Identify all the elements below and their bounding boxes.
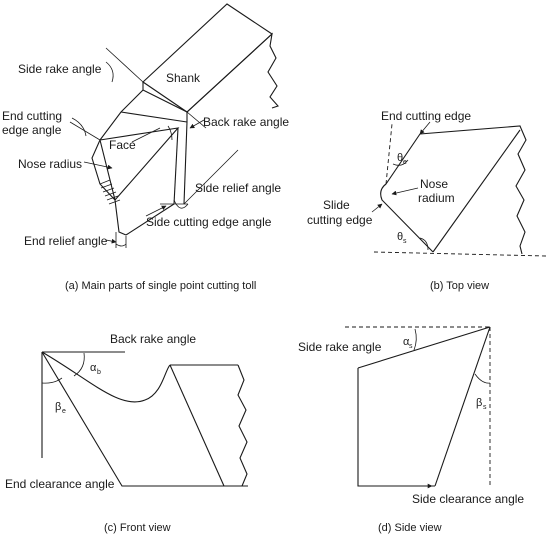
shank-label: Shank — [166, 71, 201, 85]
panel-c-front-view: Back rake angle α b β e End clearance an… — [5, 332, 248, 534]
alpha-b-subscript: b — [97, 369, 101, 376]
nose-radium-label-line1: Nose — [420, 177, 448, 191]
panel-b-top-view: End cutting edge θ e Nose radium Slide c… — [307, 109, 547, 292]
side-rake-label-d: Side rake angle — [298, 340, 382, 354]
side-clearance-label: Side clearance angle — [412, 492, 524, 506]
end-cutting-edge-label-line1: End cutting — [2, 109, 62, 123]
top-view-drawing — [371, 121, 547, 257]
caption-b: (b) Top view — [430, 280, 489, 292]
alpha-s-subscript: s — [409, 343, 413, 350]
beta-e-subscript: e — [62, 408, 66, 415]
theta-e-symbol: θ — [397, 152, 403, 164]
side-relief-label: Side relief angle — [195, 181, 281, 195]
angle-arcs-a — [71, 61, 189, 247]
end-cutting-edge-label-line2: edge angle — [2, 123, 62, 137]
beta-e-symbol: β — [55, 401, 61, 413]
nose-radius-label-a: Nose radius — [18, 157, 82, 171]
panel-d-side-view: Side rake angle α s β s Side clearance a… — [298, 326, 524, 534]
nose-radium-label-line2: radium — [418, 191, 455, 205]
theta-e-subscript: e — [403, 159, 407, 166]
theta-s-subscript: s — [403, 238, 407, 245]
caption-c: (c) Front view — [104, 522, 171, 534]
side-rake-label-a: Side rake angle — [18, 62, 102, 76]
shank-drawing — [99, 3, 279, 141]
panel-a-main-parts: Side rake angle Shank End cutting edge a… — [2, 3, 289, 292]
end-cutting-edge-label: End cutting edge — [381, 109, 471, 123]
side-view-drawing — [345, 326, 491, 489]
leader-arrows-a — [83, 119, 205, 244]
side-cutting-edge-label: Side cutting edge angle — [146, 215, 272, 229]
end-relief-label: End relief angle — [24, 234, 108, 248]
theta-s-symbol: θ — [397, 231, 403, 243]
front-view-drawing — [41, 351, 248, 487]
face-label: Face — [109, 138, 136, 152]
beta-s-symbol: β — [476, 397, 482, 409]
cutting-head-drawing — [91, 121, 188, 236]
back-rake-label-c: Back rake angle — [110, 332, 196, 346]
alpha-s-symbol: α — [403, 336, 410, 348]
slide-cutting-edge-label-line2: cutting edge — [307, 213, 373, 227]
caption-a: (a) Main parts of single point cutting t… — [65, 280, 256, 292]
caption-d: (d) Side view — [378, 522, 442, 534]
back-rake-label-a: Back rake angle — [203, 115, 289, 129]
alpha-b-symbol: α — [90, 362, 97, 374]
slide-cutting-edge-label-line1: Slide — [323, 198, 350, 212]
beta-s-subscript: s — [483, 404, 487, 411]
end-clearance-label: End clearance angle — [5, 477, 115, 491]
